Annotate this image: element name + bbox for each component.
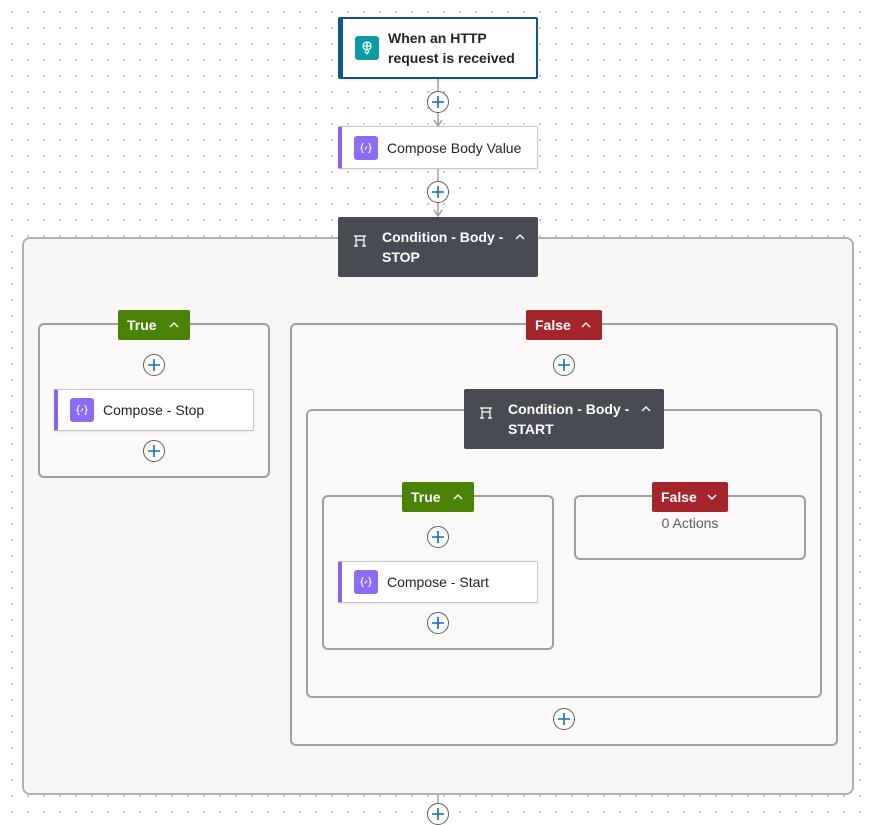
true-branch-stop-header[interactable]: True (118, 310, 190, 340)
add-step-button[interactable] (427, 526, 449, 548)
chevron-up-icon (453, 494, 463, 500)
plus-icon (432, 96, 444, 108)
compose-stop-label: Compose - Stop (103, 402, 205, 418)
true-branch-start-label: True (411, 489, 441, 505)
true-branch-start-header[interactable]: True (402, 482, 474, 512)
http-trigger-card[interactable]: When an HTTP request is received (338, 17, 538, 79)
chevron-down-icon (707, 494, 717, 500)
plus-icon (432, 617, 444, 629)
plus-icon (558, 713, 570, 725)
trigger-label: When an HTTP request is received (388, 30, 515, 66)
chevron-up-icon[interactable] (514, 231, 526, 243)
condition-stop-card[interactable]: Condition - Body - STOP (338, 217, 538, 277)
plus-icon (148, 445, 160, 457)
true-branch-stop-label: True (127, 317, 157, 333)
plus-icon (432, 808, 444, 820)
false-branch-stop-label: False (535, 317, 571, 333)
add-step-button[interactable] (143, 440, 165, 462)
compose-stop-card[interactable]: Compose - Stop (54, 389, 254, 431)
add-step-button[interactable] (553, 354, 575, 376)
condition-start-card[interactable]: Condition - Body - START (464, 389, 664, 449)
compose-body-value-card[interactable]: Compose Body Value (338, 126, 538, 169)
false-branch-stop-header[interactable]: False (526, 310, 602, 340)
chevron-up-icon[interactable] (640, 403, 652, 415)
compose-icon (70, 398, 94, 422)
compose-icon (354, 570, 378, 594)
add-step-button[interactable] (553, 708, 575, 730)
chevron-up-icon (581, 322, 591, 328)
condition-icon (480, 407, 492, 419)
false-branch-start-label: False (661, 489, 697, 505)
compose-start-card[interactable]: Compose - Start (338, 561, 538, 603)
condition-start-label: Condition - Body - START (508, 401, 630, 437)
plus-icon (432, 186, 444, 198)
compose-start-label: Compose - Start (387, 574, 489, 590)
plus-icon (558, 359, 570, 371)
condition-stop-label: Condition - Body - STOP (382, 229, 504, 265)
plus-icon (432, 531, 444, 543)
false-branch-start-header[interactable]: False (652, 482, 728, 512)
add-step-button[interactable] (427, 181, 449, 203)
plus-icon (148, 359, 160, 371)
add-step-button[interactable] (427, 91, 449, 113)
condition-icon (354, 235, 366, 247)
http-request-icon (355, 36, 379, 60)
compose-icon (354, 135, 378, 160)
add-step-button[interactable] (143, 354, 165, 376)
empty-actions-text: 0 Actions (661, 515, 719, 531)
chevron-up-icon (169, 322, 179, 328)
compose-body-label: Compose Body Value (387, 139, 522, 156)
add-step-button[interactable] (427, 612, 449, 634)
add-step-button[interactable] (427, 803, 449, 825)
